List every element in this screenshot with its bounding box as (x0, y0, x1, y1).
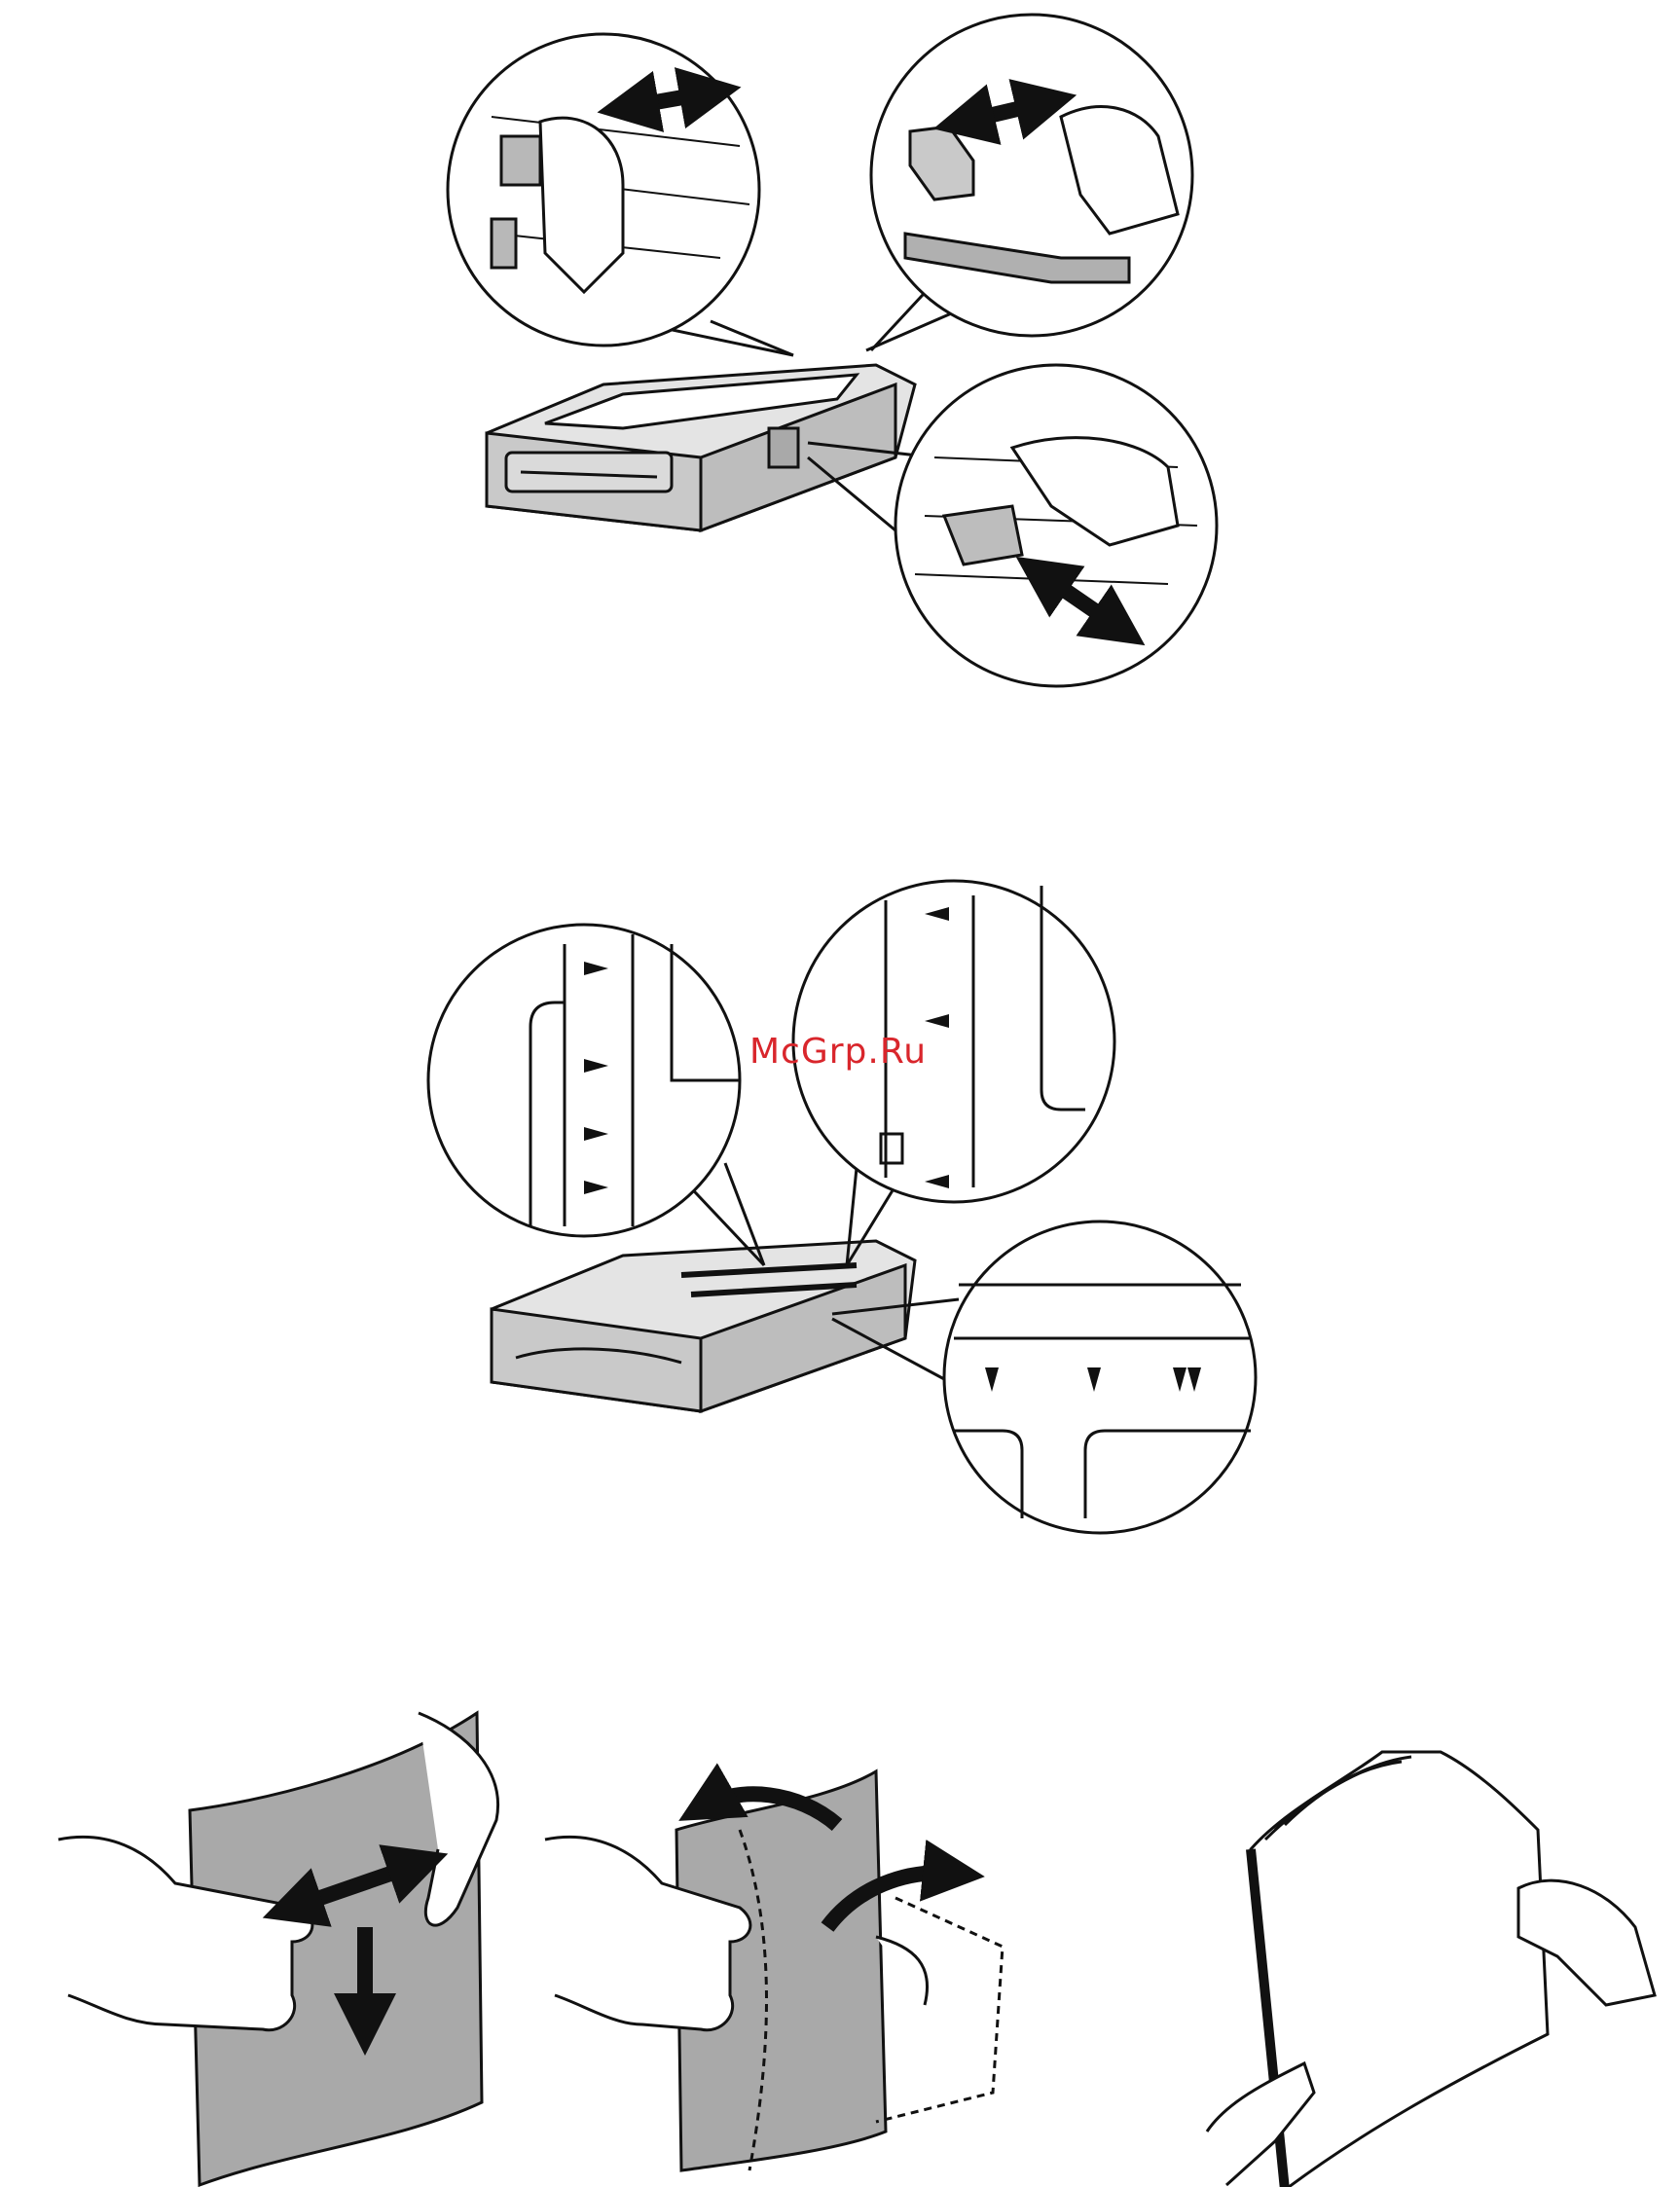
callout-left-marks (428, 925, 764, 1265)
figure-paper-fan (545, 1771, 1003, 2170)
watermark-text: McGrp.Ru (749, 1032, 927, 1072)
callout-length-guide (866, 15, 1192, 350)
figure-tray-size-marks (428, 881, 1256, 1533)
callout-width-guide (448, 34, 793, 355)
figure-paper-flex (58, 1713, 498, 2185)
callout-center-marks (793, 881, 1114, 1265)
figure-paper-align (1207, 1752, 1655, 2187)
figure-tray-guide-adjustment (448, 15, 1217, 686)
paper-tray (492, 1241, 915, 1411)
